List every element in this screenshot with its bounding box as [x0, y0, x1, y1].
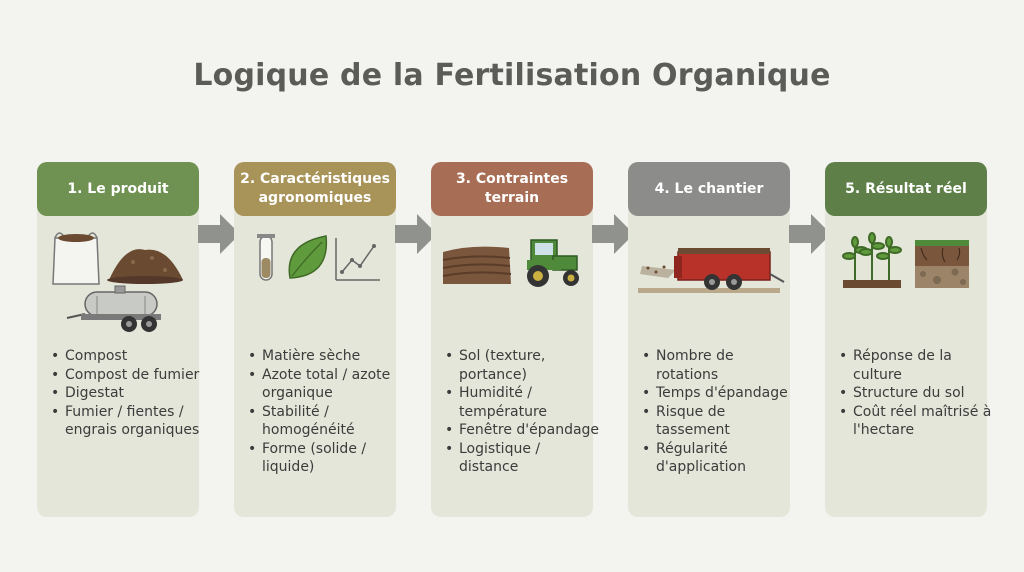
line-chart-icon [335, 238, 380, 281]
list-item: Fumier / fientes / engrais organiques [51, 403, 209, 440]
step-column-produit: 1. Le produit Compost Compost de fumier … [37, 162, 199, 517]
arrow-right-icon [592, 214, 634, 254]
list-item: Régularité d'application [642, 440, 800, 477]
step-header: 3. Contraintes terrain [431, 162, 593, 216]
step-header: 1. Le produit [37, 162, 199, 216]
step-header: 4. Le chantier [628, 162, 790, 216]
step-column-chantier: 4. Le chantier Nombre de rotations Temps… [628, 162, 790, 517]
list-item: Logistique / distance [445, 440, 603, 477]
list-item: Compost de fumier [51, 366, 209, 385]
step-column-caracteristiques: 2. Caractéristiques agronomiques Matière… [234, 162, 396, 517]
leaf-icon [288, 235, 328, 279]
plants-icon [842, 232, 902, 288]
step-items-list: Réponse de la culture Structure du sol C… [837, 347, 997, 440]
list-item: Temps d'épandage [642, 384, 800, 403]
list-item: Matière sèche [248, 347, 406, 366]
arrow-right-icon [789, 214, 831, 254]
big-bag-icon [52, 232, 100, 285]
step-column-resultat: 5. Résultat réel Réponse de la culture S… [825, 162, 991, 517]
list-item: Humidité / température [445, 384, 603, 421]
step-illustration [257, 234, 380, 281]
list-item: Réponse de la culture [839, 347, 997, 384]
list-item: Azote total / azote organique [248, 366, 406, 403]
step-header: 2. Caractéristiques agronomiques [234, 162, 396, 216]
test-tube-icon [257, 234, 275, 281]
step-column-contraintes: 3. Contraintes terrain Sol (texture, por… [431, 162, 599, 517]
page-title: Logique de la Fertilisation Organique [193, 58, 831, 93]
list-item: Sol (texture, portance) [445, 347, 603, 384]
step-illustration [52, 232, 183, 332]
arrow-right-icon [198, 214, 240, 254]
manure-pile-icon [107, 249, 183, 284]
list-item: Digestat [51, 384, 209, 403]
arrow-right-icon [395, 214, 437, 254]
step-items-list: Compost Compost de fumier Digestat Fumie… [49, 347, 209, 440]
step-items-list: Sol (texture, portance) Humidité / tempé… [443, 347, 603, 477]
plowed-field-icon [442, 246, 512, 284]
tractor-icon [527, 239, 579, 287]
soil-profile-icon [915, 240, 969, 288]
step-items-list: Matière sèche Azote total / azote organi… [246, 347, 406, 477]
tanker-trailer-icon [66, 285, 161, 332]
list-item: Coût réel maîtrisé à l'hectare [839, 403, 997, 440]
step-illustration [638, 248, 785, 293]
list-item: Structure du sol [839, 384, 997, 403]
manure-spreader-icon [638, 248, 785, 293]
list-item: Forme (solide / liquide) [248, 440, 406, 477]
step-header: 5. Résultat réel [825, 162, 987, 216]
list-item: Nombre de rotations [642, 347, 800, 384]
list-item: Compost [51, 347, 209, 366]
step-illustration [842, 232, 969, 288]
list-item: Risque de tassement [642, 403, 800, 440]
list-item: Fenêtre d'épandage [445, 421, 603, 440]
step-illustration [442, 239, 579, 287]
list-item: Stabilité / homogénéité [248, 403, 406, 440]
step-items-list: Nombre de rotations Temps d'épandage Ris… [640, 347, 800, 477]
